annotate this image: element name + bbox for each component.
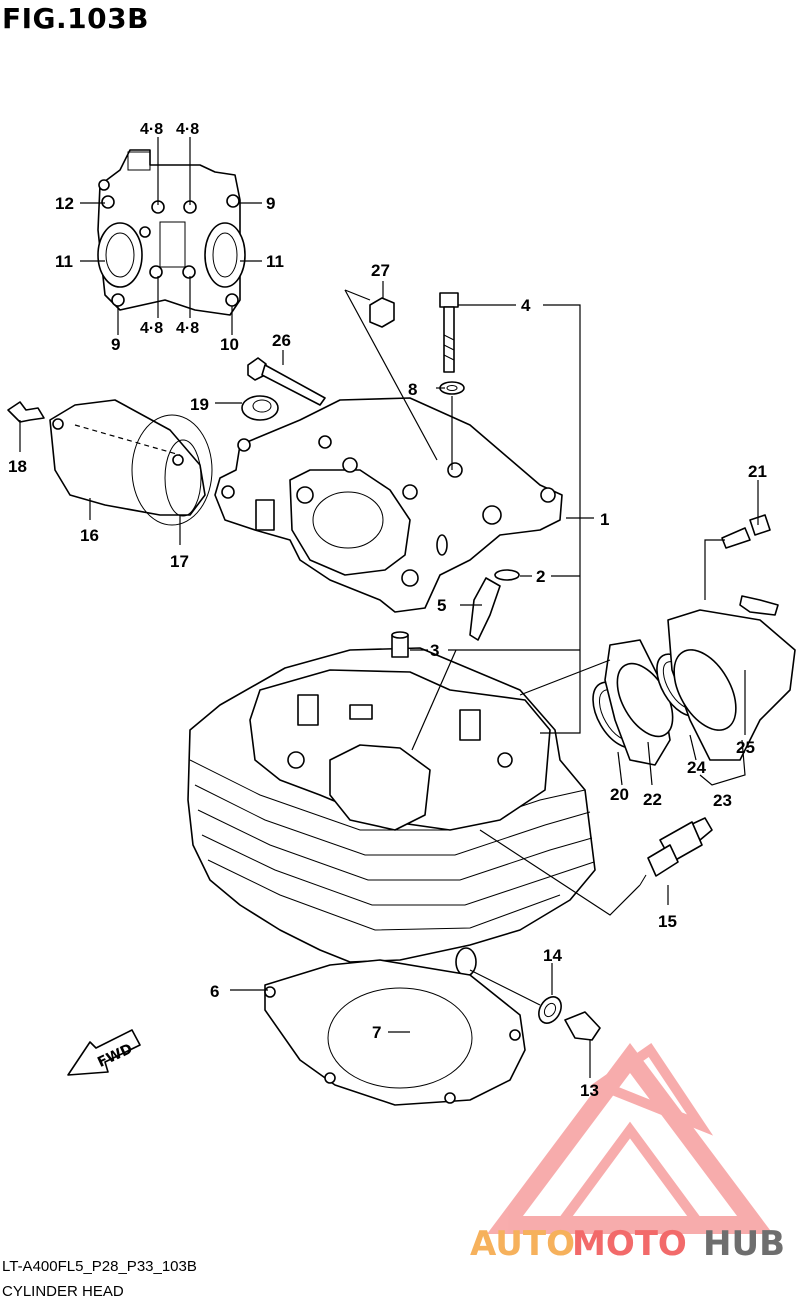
callout-4-8: 4·8 xyxy=(176,320,199,337)
watermark-moto: MOTO xyxy=(572,1224,687,1264)
pin-and-oring xyxy=(469,569,520,641)
callout-18: 18 xyxy=(8,457,27,476)
callout-16: 16 xyxy=(80,526,99,545)
callout-23: 23 xyxy=(713,791,732,810)
cylinder-head-cover xyxy=(214,397,563,613)
intake-pipe-assembly xyxy=(592,514,796,766)
callout-4-8: 4·8 xyxy=(176,121,199,138)
callout-26: 26 xyxy=(272,331,291,350)
callout-9: 9 xyxy=(111,335,120,354)
figure-name: CYLINDER HEAD xyxy=(2,1283,124,1300)
callout-24: 24 xyxy=(687,758,706,777)
bolt-and-washer xyxy=(439,292,465,395)
watermark-wordmark: AUTO MOTO HUB xyxy=(470,1224,785,1264)
valve-inspection-cap xyxy=(7,399,213,526)
callout-13: 13 xyxy=(580,1081,599,1100)
watermark-hub: HUB xyxy=(703,1224,785,1264)
watermark-logo xyxy=(487,1042,773,1234)
callout-22: 22 xyxy=(643,790,662,809)
callout-25: 25 xyxy=(736,738,755,757)
callout-10: 10 xyxy=(220,335,239,354)
head-cover-gasket-view xyxy=(97,149,246,316)
callout-6: 6 xyxy=(210,982,219,1001)
callout-27: 27 xyxy=(371,261,390,280)
stud-bolt xyxy=(241,357,326,421)
watermark-auto: AUTO xyxy=(470,1224,575,1264)
callout-9: 9 xyxy=(266,194,275,213)
callout-20: 20 xyxy=(610,785,629,804)
figure-title: FIG.103B xyxy=(2,2,149,35)
callout-12: 12 xyxy=(55,194,74,213)
callout-4-8: 4·8 xyxy=(140,320,163,337)
cylinder-head xyxy=(187,647,596,977)
callout-14: 14 xyxy=(543,946,562,965)
callout-11: 11 xyxy=(266,252,284,271)
callout-2: 2 xyxy=(536,567,545,586)
cap-nut xyxy=(369,297,395,328)
callout-5: 5 xyxy=(437,596,446,615)
callout-8: 8 xyxy=(408,380,417,399)
callout-3: 3 xyxy=(430,641,439,660)
callout-labels: 4·8 4·8 12 9 11 11 9 4·8 4·8 10 27 4 26 … xyxy=(8,121,767,1100)
spark-plug xyxy=(639,817,713,886)
callout-4: 4 xyxy=(521,296,531,315)
callout-17: 17 xyxy=(170,552,189,571)
callout-4-8: 4·8 xyxy=(140,121,163,138)
fwd-arrow: FWD xyxy=(67,1029,141,1076)
drain-plug-set xyxy=(538,996,601,1041)
callout-11: 11 xyxy=(55,252,73,271)
figure-code: LT-A400FL5_P28_P33_103B xyxy=(2,1258,197,1275)
callout-1: 1 xyxy=(600,510,609,529)
callout-21: 21 xyxy=(748,462,767,481)
callout-7: 7 xyxy=(372,1023,381,1042)
callout-15: 15 xyxy=(658,912,677,931)
leader-lines xyxy=(19,137,759,1078)
callout-19: 19 xyxy=(190,395,209,414)
